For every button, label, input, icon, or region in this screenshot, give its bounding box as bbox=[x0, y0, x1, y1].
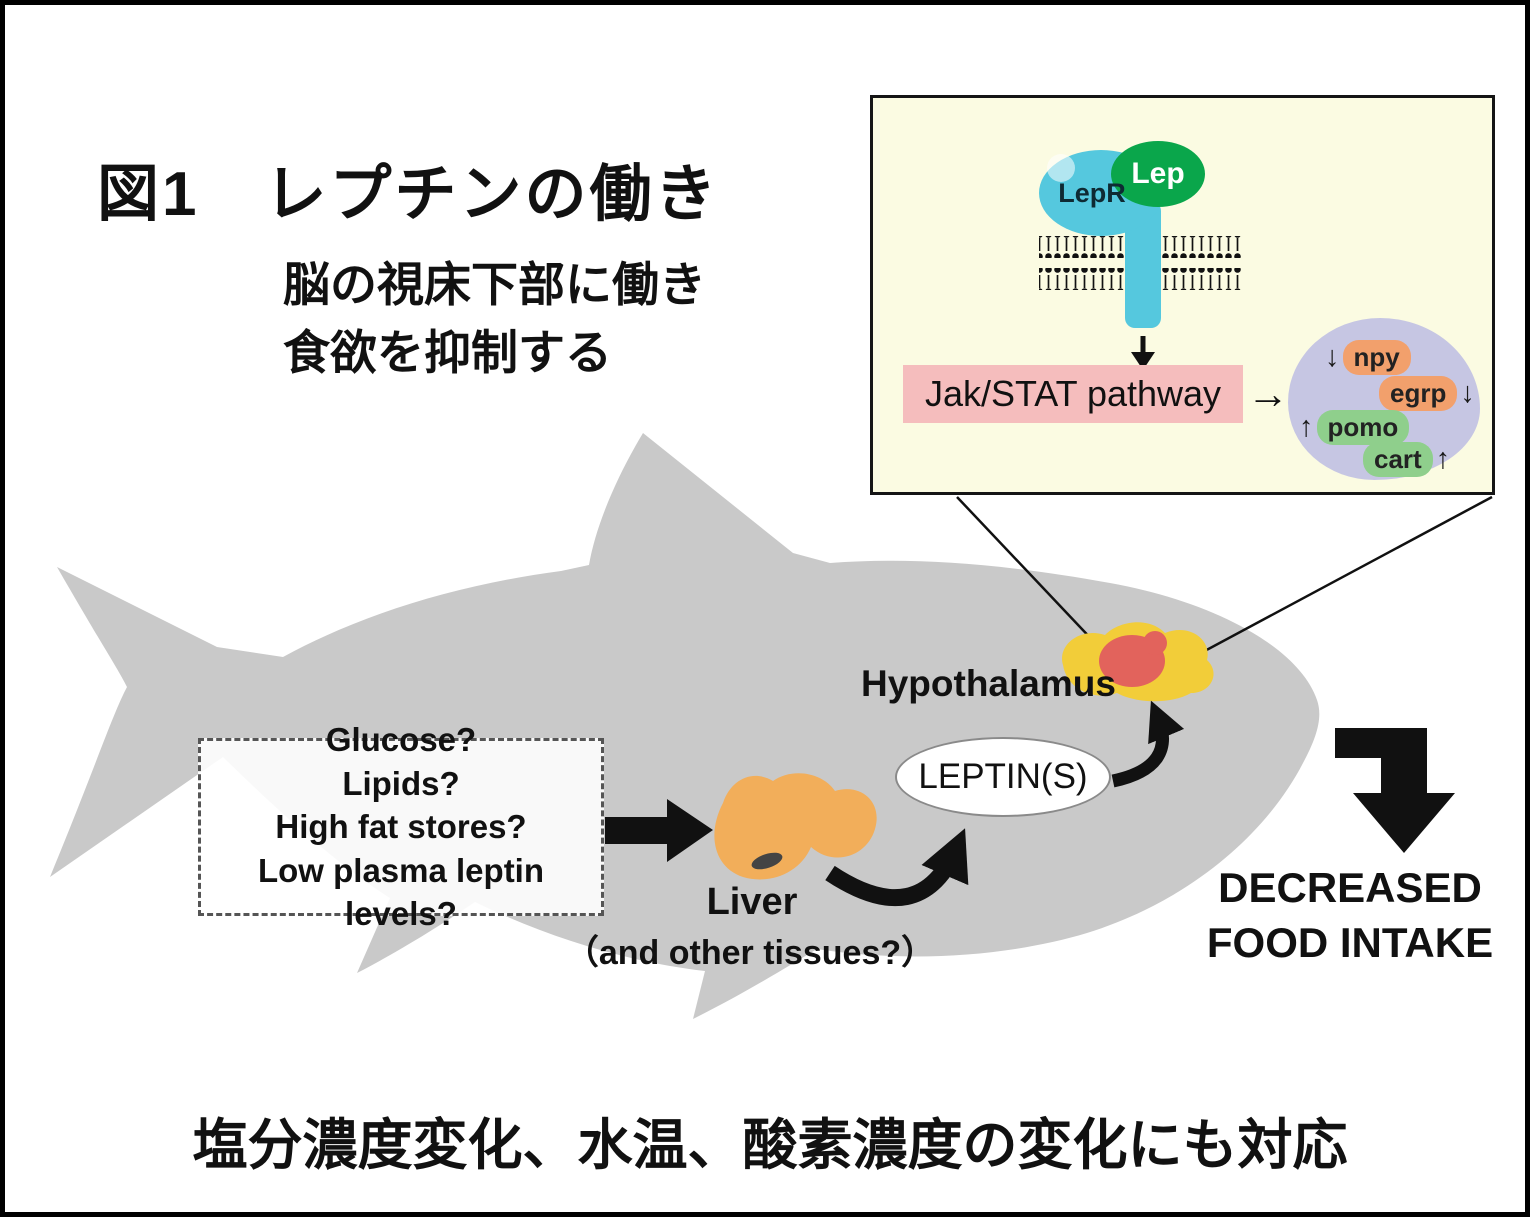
stimuli-line: High fat stores? bbox=[275, 808, 527, 846]
stimuli-line: Low plasma leptin levels? bbox=[257, 851, 545, 933]
outcome-line-1: DECREASED bbox=[1218, 864, 1482, 911]
neuron-pomo: ↑ pomo bbox=[1299, 410, 1410, 446]
npy-pill: npy bbox=[1342, 340, 1411, 376]
stimuli-box: Glucose? Lipids? High fat stores? Low pl… bbox=[198, 721, 604, 932]
signal-down-arrow-head bbox=[1131, 352, 1155, 370]
hypothalamus-label: Hypothalamus bbox=[861, 663, 1116, 704]
pomo-pill: pomo bbox=[1316, 410, 1410, 446]
lepr-highlight bbox=[1047, 154, 1075, 182]
npy-down-arrow: ↓ bbox=[1325, 341, 1340, 374]
lep-label: Lep bbox=[1131, 157, 1185, 190]
figure-title: 図1 レプチンの働き bbox=[97, 160, 720, 229]
pomo-up-arrow: ↑ bbox=[1299, 411, 1314, 444]
egrp-pill: egrp bbox=[1379, 376, 1458, 412]
signaling-inset: Lep LepR Jak/STAT pathway → ↓ npy egrp ↓… bbox=[870, 95, 1495, 495]
liver-shape bbox=[714, 773, 877, 880]
leptin-ellipse: LEPTIN(S) bbox=[895, 737, 1111, 817]
lepr-stem bbox=[1125, 201, 1161, 328]
lepr-label: LepR bbox=[1058, 178, 1126, 208]
leptin-label: LEPTIN(S) bbox=[918, 757, 1088, 796]
egrp-down-arrow: ↓ bbox=[1460, 377, 1475, 410]
outcome-text: DECREASED FOOD INTAKE bbox=[1185, 861, 1515, 970]
jak-stat-pathway-label: Jak/STAT pathway bbox=[924, 373, 1222, 414]
figure-subtitle: 脳の視床下部に働き 食欲を抑制する bbox=[283, 251, 706, 387]
outcome-line-2: FOOD INTAKE bbox=[1206, 918, 1494, 966]
membrane-bottom-right bbox=[1161, 268, 1243, 290]
subtitle-line-1: 脳の視床下部に働き bbox=[283, 258, 706, 311]
pathway-to-neurons-arrow: → bbox=[1247, 370, 1289, 417]
neuron-cart: cart ↑ bbox=[1363, 442, 1451, 478]
inset-shapes bbox=[1039, 141, 1243, 370]
jak-stat-pathway-box: Jak/STAT pathway bbox=[903, 365, 1243, 423]
liver-sublabel: （and other tissues?） bbox=[564, 934, 936, 972]
cart-pill: cart bbox=[1363, 442, 1433, 478]
gallbladder-spot bbox=[751, 852, 783, 870]
subtitle-line-2: 食欲を抑制する bbox=[283, 326, 612, 380]
liver-label: Liver bbox=[706, 881, 798, 923]
footer-caption: 塩分濃度変化、水温、酸素濃度の変化にも対応 bbox=[192, 1114, 1348, 1176]
cart-up-arrow: ↑ bbox=[1435, 443, 1451, 476]
membrane-top-right bbox=[1161, 236, 1243, 258]
arrow-decreased-intake bbox=[1335, 728, 1455, 853]
neuron-npy: ↓ npy bbox=[1325, 340, 1411, 376]
lep-ligand bbox=[1111, 141, 1205, 207]
hypothalamus-core-bump bbox=[1143, 631, 1167, 655]
arrow-liver-to-leptin bbox=[825, 828, 969, 907]
neuron-egrp: egrp ↓ bbox=[1379, 376, 1475, 412]
arrow-leptin-to-hypothalamus bbox=[1111, 700, 1185, 788]
membrane-top-left bbox=[1039, 236, 1125, 258]
stimuli-line: Glucose? bbox=[325, 721, 477, 759]
arrow-stimuli-to-liver bbox=[605, 799, 713, 862]
stimuli-line: Lipids? bbox=[342, 764, 460, 802]
membrane-bottom-left bbox=[1039, 268, 1125, 290]
